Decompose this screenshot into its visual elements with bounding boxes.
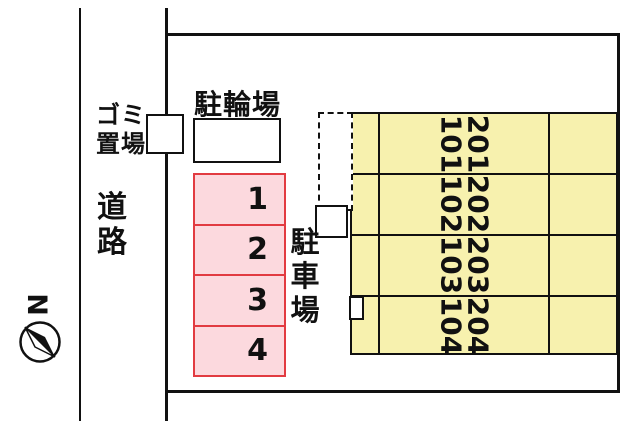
bicycle-parking-box (193, 118, 281, 163)
parking-area: 1 2 3 4 (193, 173, 286, 377)
parking-space-number: 3 (247, 282, 268, 318)
building-unit-1: 201 101 (435, 114, 495, 174)
north-label: N (20, 293, 52, 316)
road-label-char2: 路 (97, 224, 127, 260)
unit-number-upper: 204 (461, 296, 495, 356)
parking-space-4: 4 (195, 324, 284, 376)
unit-number-lower: 104 (435, 296, 468, 356)
unit-number-lower: 103 (435, 235, 468, 295)
road-label: 道 路 (95, 190, 129, 260)
road-edge-line (79, 8, 81, 421)
unit-number-upper: 203 (461, 235, 495, 295)
parking-lot-label-char2: 車 (290, 259, 320, 294)
unit-divider-line-1 (352, 173, 616, 175)
building-block: 201 101 202 102 203 103 204 104 (350, 112, 618, 355)
compass-icon (19, 321, 61, 363)
garbage-area-label: ゴミ 置場 (96, 101, 146, 160)
parking-lot-label-char1: 駐 (290, 225, 320, 259)
corridor-divider-line (378, 114, 380, 353)
parking-space-number: 2 (247, 232, 268, 268)
garbage-box (146, 114, 184, 154)
garbage-label-line2: 置場 (96, 130, 146, 159)
building-unit-4: 204 104 (435, 296, 495, 356)
building-unit-2: 202 102 (435, 174, 495, 234)
parking-space-number: 1 (247, 181, 268, 217)
dashed-area (318, 112, 353, 211)
building-unit-3: 203 103 (435, 235, 495, 295)
parking-space-2: 2 (195, 223, 284, 275)
parking-space-number: 4 (247, 333, 268, 369)
parking-space-3: 3 (195, 274, 284, 325)
unit-number-lower: 101 (435, 114, 468, 174)
unit-number-upper: 201 (461, 114, 495, 174)
balcony-divider-line (548, 114, 550, 353)
unit-number-upper: 202 (461, 174, 495, 234)
bicycle-parking-label: 駐輪場 (194, 88, 282, 121)
unit-number-lower: 102 (435, 174, 468, 234)
garbage-label-line1: ゴミ (96, 101, 146, 129)
parking-lot-label-char3: 場 (290, 293, 320, 328)
stairwell-box (349, 296, 364, 320)
unit-divider-line-2 (352, 234, 616, 236)
unit-divider-line-3 (352, 295, 616, 297)
entrance-box (315, 205, 348, 238)
plot-outline (165, 33, 620, 393)
parking-lot-label: 駐 車 場 (288, 225, 322, 328)
road-label-char1: 道 (97, 190, 127, 225)
parking-space-1: 1 (195, 175, 284, 224)
